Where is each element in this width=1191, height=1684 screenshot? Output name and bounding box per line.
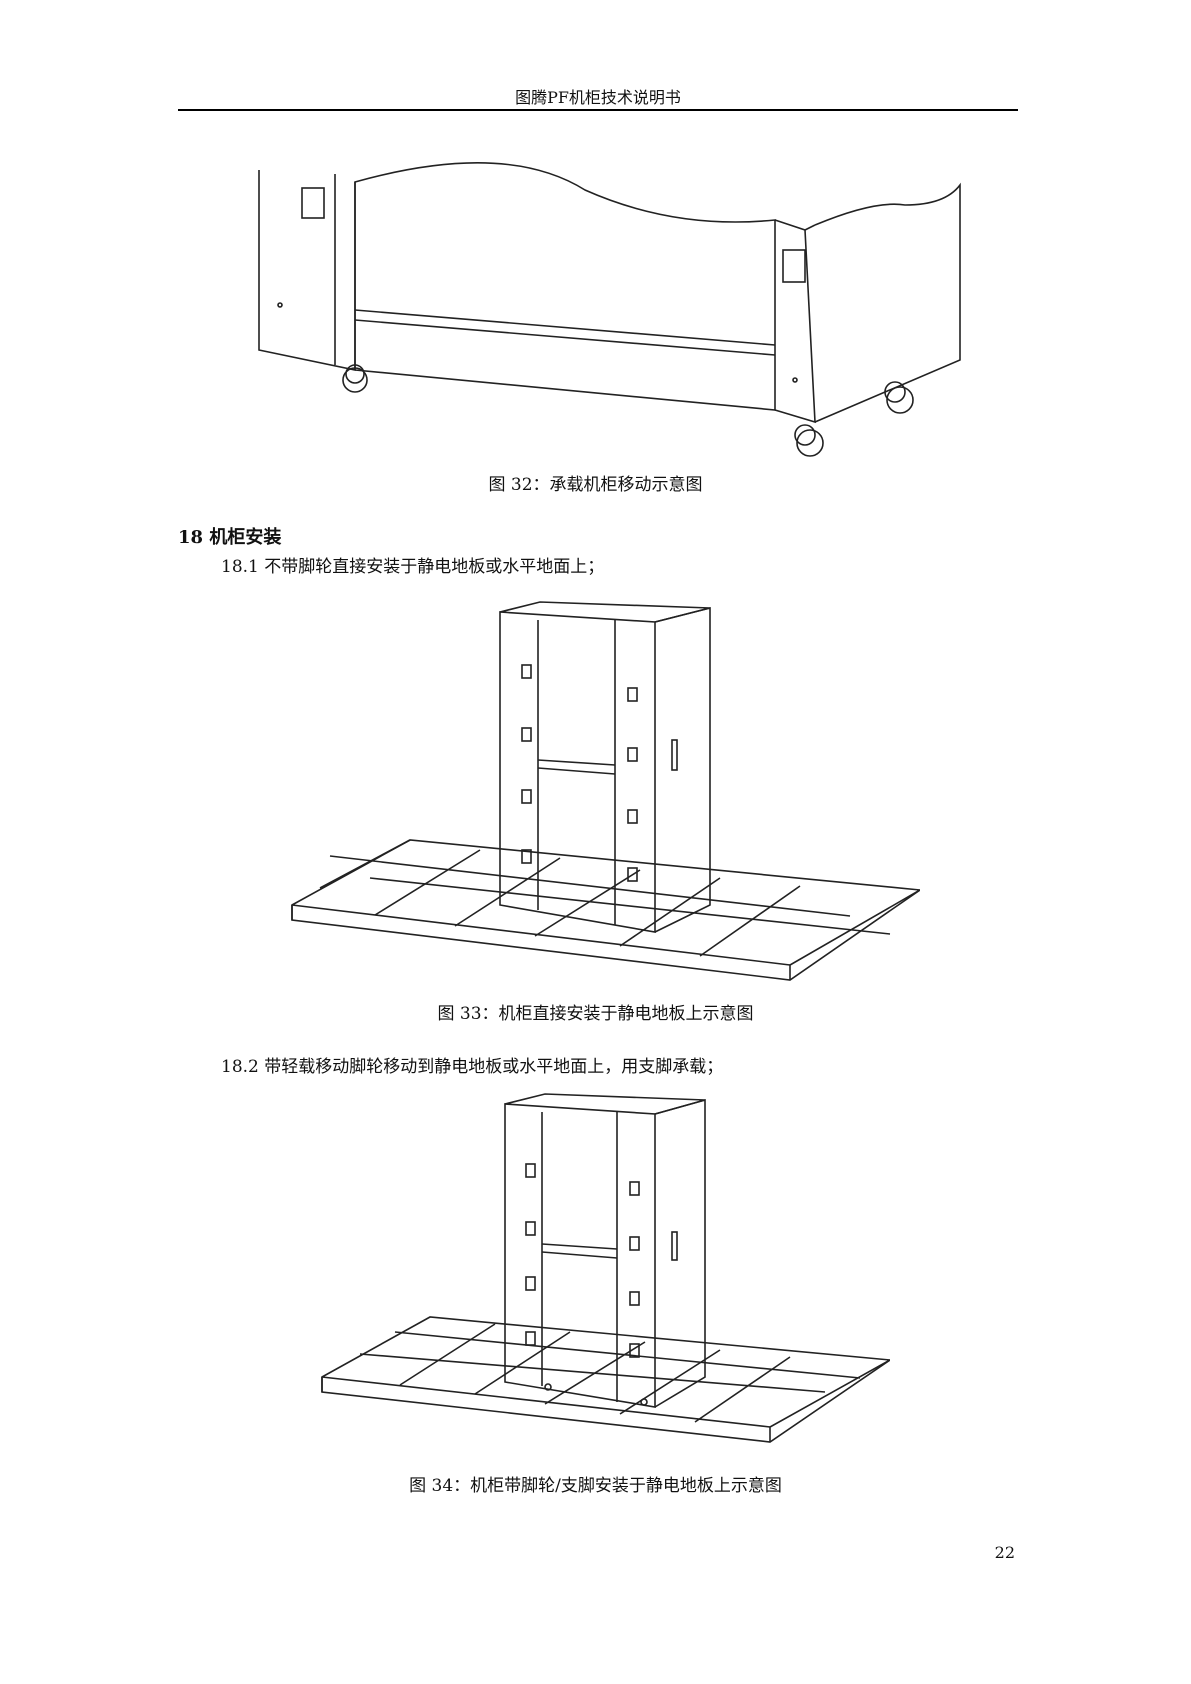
section-item-18-2: 18.2 带轻载移动脚轮移动到静电地板或水平地面上，用支脚承载； <box>221 1057 724 1077</box>
page-number: 22 <box>994 1543 1015 1562</box>
section-heading: 18 机柜安装 <box>178 527 282 548</box>
figure-32-cabinet-moving-drawing <box>258 162 961 457</box>
section-item-18-1: 18.1 不带脚轮直接安装于静电地板或水平地面上； <box>221 557 605 577</box>
header-rule <box>178 109 1018 111</box>
figure-32-caption: 图 32：承载机柜移动示意图 <box>488 475 703 495</box>
figure-33-caption: 图 33：机柜直接安装于静电地板上示意图 <box>437 1004 754 1024</box>
page-header-title: 图腾PF机柜技术说明书 <box>515 88 681 107</box>
figure-34-cabinet-with-casters-drawing <box>321 1093 890 1443</box>
figure-34-caption: 图 34：机柜带脚轮/支脚安装于静电地板上示意图 <box>409 1476 782 1496</box>
figure-33-cabinet-on-floor-drawing <box>291 601 920 981</box>
